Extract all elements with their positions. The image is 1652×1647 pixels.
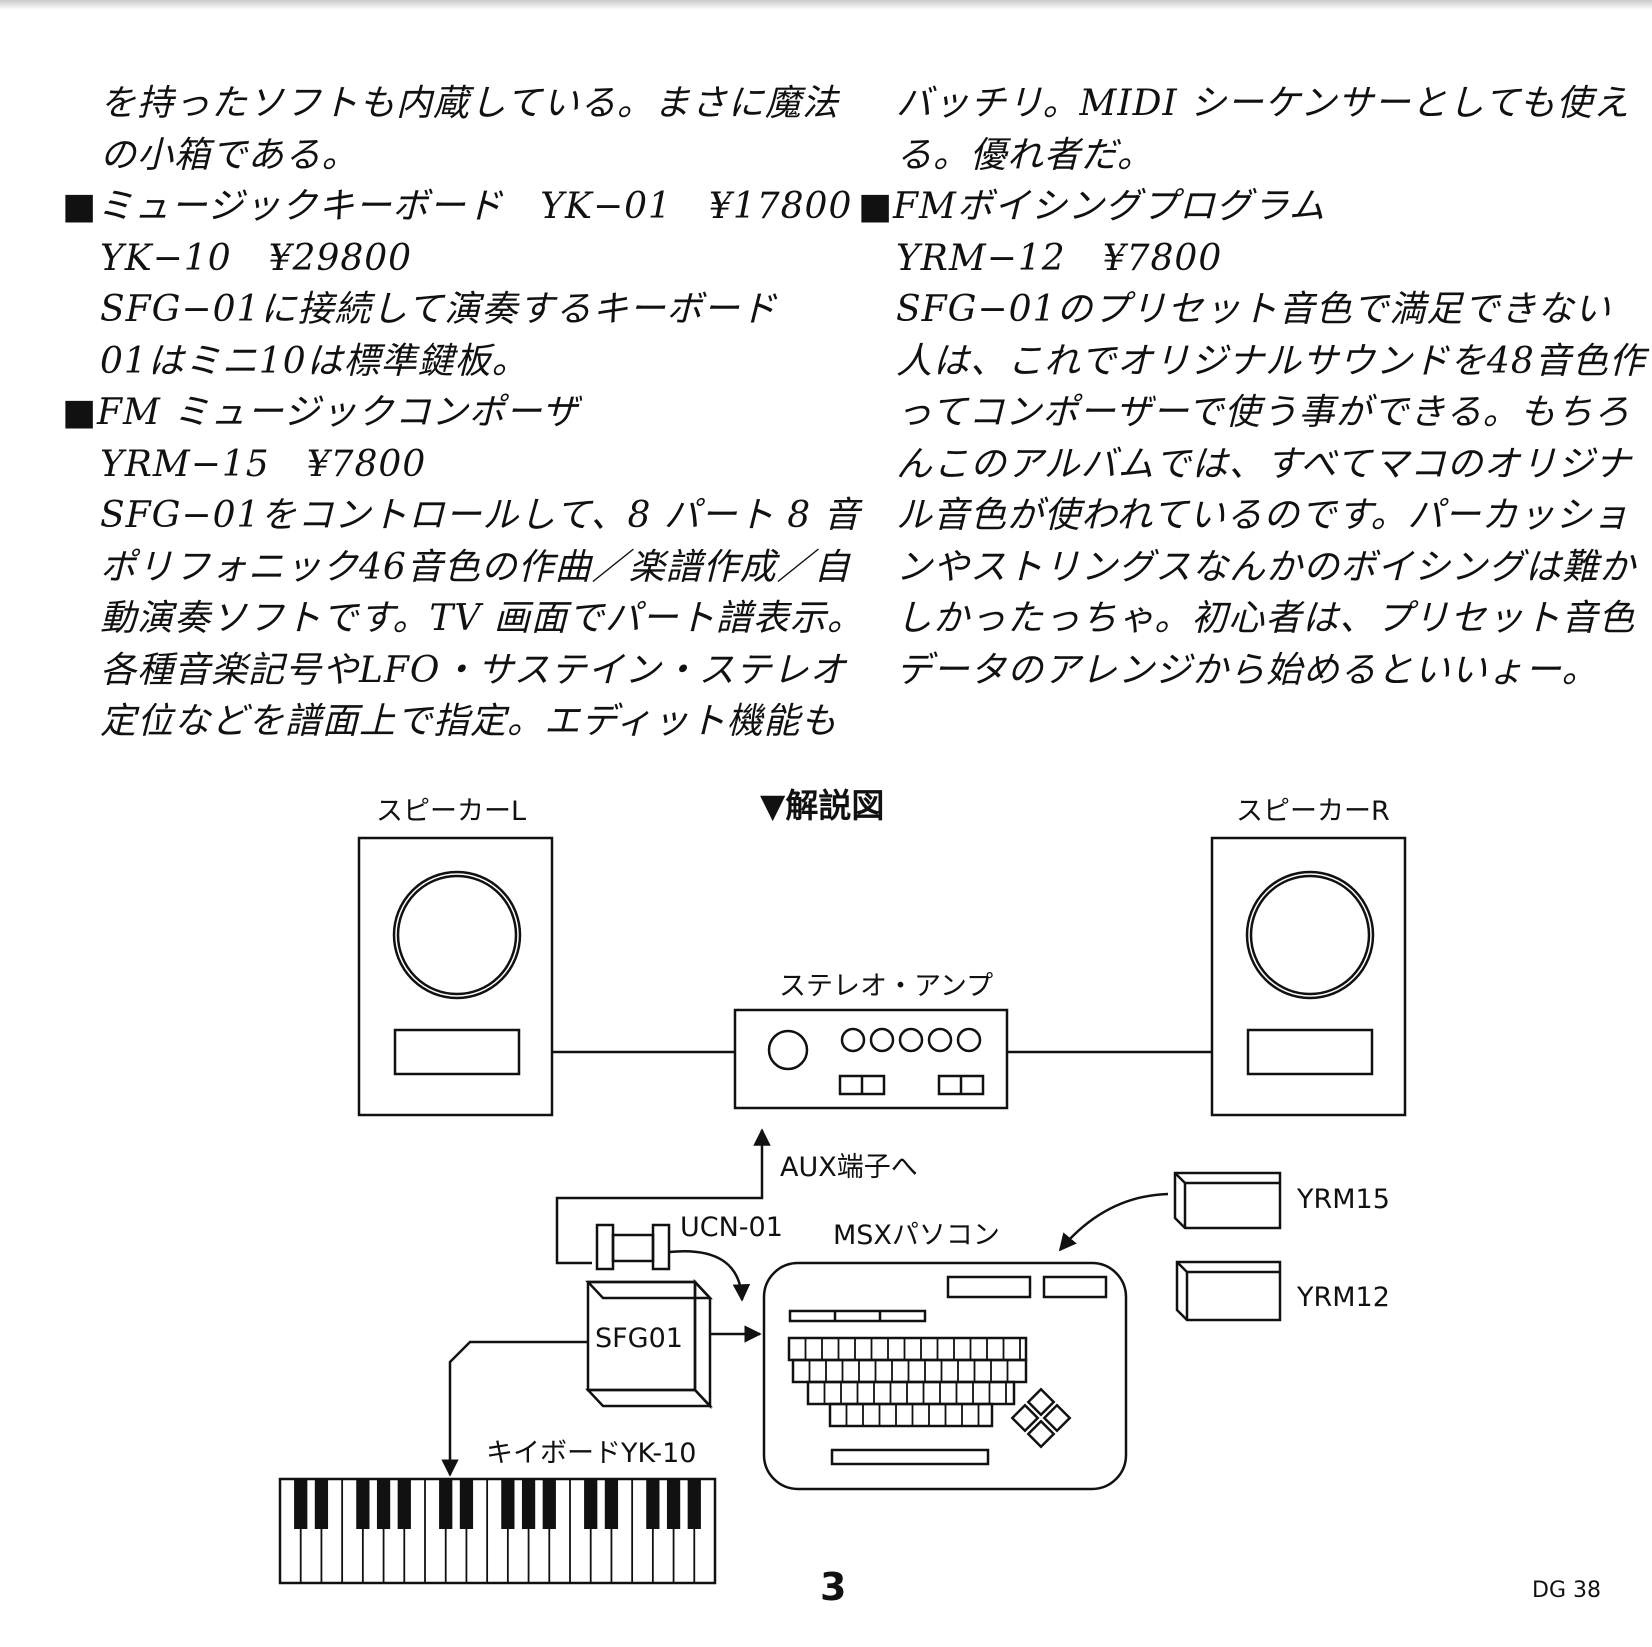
text-line: る。優れ者だ。: [896, 134, 1154, 176]
product-heading-text: ミュージックキーボード YK−01 ¥17800: [97, 186, 853, 227]
right-text-column: バッチリ。MIDI シーケンサーとしても使え る。優れ者だ。 ■FMボイシングプ…: [858, 78, 1646, 696]
product-heading-text: FMボイシングプログラム: [893, 186, 1326, 227]
bullet-square-icon: ■: [62, 186, 98, 227]
yrm15-label: YRM15: [1296, 1184, 1390, 1215]
black-key: [521, 1479, 536, 1529]
keyboard-cable: [441, 1340, 588, 1477]
msx-label: MSXパソコン: [833, 1220, 1000, 1251]
yrm12-cartridge-icon: [1175, 1260, 1282, 1322]
text-line: 人は、これでオリジナルサウンドを48音色作: [896, 340, 1646, 382]
text-line: しかったっちゃ。初心者は、プリセット音色: [896, 598, 1636, 639]
black-key: [376, 1479, 391, 1529]
black-key: [604, 1479, 619, 1529]
black-key: [646, 1479, 660, 1529]
yrm15-cartridge-icon: [1173, 1171, 1282, 1230]
text-line: SFG−01に接続して演奏するキーボード: [100, 289, 778, 330]
text-line: バッチリ。MIDI シーケンサーとしても使え: [896, 83, 1631, 124]
black-key: [542, 1479, 556, 1529]
black-key: [687, 1479, 701, 1529]
sfg-label: SFG01: [595, 1323, 683, 1354]
left-text-column: を持ったソフトも内蔵している。まさに魔法 の小箱である。 ■ミュージックキーボー…: [62, 78, 864, 748]
black-key: [666, 1479, 681, 1529]
speaker-left-icon: [357, 836, 554, 1117]
speaker-right-icon: [1210, 836, 1407, 1117]
piano-keyboard-icon: [278, 1477, 717, 1585]
text-line: 各種音楽記号やLFO・サステイン・ステレオ: [100, 649, 847, 691]
product-heading-text: FM ミュージックコンポーザ: [97, 392, 579, 433]
text-line: データのアレンジから始めるといいょー。: [896, 649, 1599, 691]
sfg01-module-icon: [585, 1278, 713, 1410]
text-line: を持ったソフトも内蔵している。まさに魔法: [100, 83, 839, 124]
text-line: んこのアルバムでは、すべてマコのオリジナ: [896, 443, 1632, 485]
text-line: 01はミニ10は標準鍵板。: [100, 340, 529, 382]
black-key: [439, 1479, 453, 1529]
aux-label: AUX端子へ: [780, 1152, 918, 1183]
keyboard-label: キイボードYK-10: [486, 1438, 696, 1469]
catalog-number: DG 38: [1532, 1578, 1601, 1603]
text-line: ンやストリングスなんかのボイシングは難か: [896, 546, 1637, 588]
ucn-arrow: [668, 1249, 751, 1302]
black-key: [501, 1479, 515, 1529]
product-heading: ■FM ミュージックコンポーザ: [62, 387, 822, 439]
text-line: の小箱である。: [100, 134, 359, 176]
bullet-square-icon: ■: [62, 392, 98, 433]
text-line: SFG−01をコントロールして、8 パート 8 音: [100, 495, 861, 536]
stereo-amp-icon: [733, 1008, 1009, 1110]
bullet-square-icon: ■: [858, 186, 894, 227]
text-line: ってコンポーザーで使う事ができる。もちろ: [896, 392, 1631, 433]
aux-cable: [555, 1128, 771, 1265]
ucn-connector-icon: [595, 1223, 671, 1271]
text-line: YRM−12 ¥7800: [896, 237, 1223, 279]
speaker-left-label: スピーカーL: [376, 796, 526, 827]
product-heading: ■FMボイシングプログラム: [858, 181, 1598, 233]
amp-label: ステレオ・アンプ: [779, 971, 993, 1002]
speaker-right-label: スピーカーR: [1236, 796, 1390, 827]
black-key: [294, 1479, 308, 1529]
diagram-title: ▼解説図: [760, 786, 884, 825]
cartridge-arrow: [1058, 1192, 1169, 1252]
text-line: ポリフォニック46音色の作曲／楽譜作成／自: [100, 546, 851, 588]
yrm12-label: YRM12: [1296, 1282, 1390, 1313]
text-line: YRM−15 ¥7800: [100, 443, 427, 485]
text-line: YK−10 ¥29800: [100, 237, 413, 279]
text-line: 定位などを譜面上で指定。エディット機能も: [100, 701, 838, 742]
black-key: [356, 1479, 370, 1529]
black-key: [584, 1479, 598, 1529]
black-key: [397, 1479, 411, 1529]
black-key: [314, 1479, 329, 1529]
text-line: ル音色が使われているのです。パーカッショ: [896, 495, 1630, 536]
product-heading: ■ミュージックキーボード YK−01 ¥17800: [62, 181, 851, 233]
text-line: SFG−01のプリセット音色で満足できない: [896, 289, 1612, 330]
msx-computer-icon: [762, 1261, 1128, 1491]
text-line: 動演奏ソフトです。TV 画面でパート譜表示。: [100, 598, 864, 639]
ucn-label: UCN-01: [680, 1212, 783, 1243]
black-key: [459, 1479, 474, 1529]
scan-top-edge: [0, 0, 1652, 10]
page-number: 3: [820, 1565, 847, 1609]
connection-diagram: ▼解説図 スピーカーL スピーカーR ステレオ・アンプ: [278, 786, 1407, 1585]
